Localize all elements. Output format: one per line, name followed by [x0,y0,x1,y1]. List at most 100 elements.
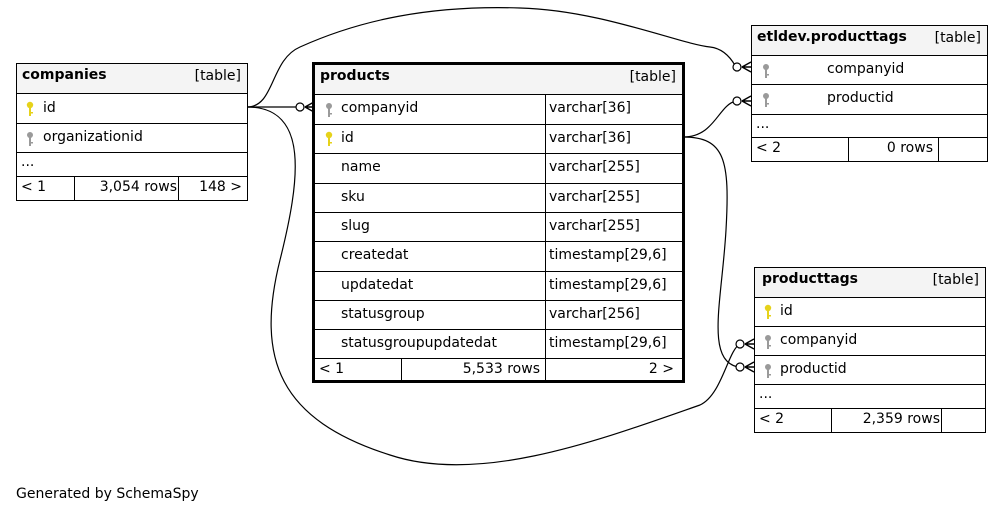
table-name: etldev.producttags [757,29,907,45]
table-kind: [table] [934,30,981,46]
column-type: varchar[36] [549,130,631,146]
foreign-key-icon [764,363,772,379]
ellipsis: ... [759,386,773,402]
table-kind: [table] [932,272,979,288]
column-row: statusgroup varchar[256] [315,300,682,329]
column-row: productid [755,355,985,384]
table-footer: < 2 2,359 rows [755,408,985,432]
column-type: timestamp[29,6] [549,247,667,263]
column-name: companyid [780,332,858,348]
column-name: companyid [827,61,905,77]
column-row: id varchar[36] [315,124,682,153]
table-kind: [table] [194,68,241,84]
crow-foot-icon [744,361,755,373]
column-type: timestamp[29,6] [549,277,667,293]
table-name: products [320,68,390,84]
column-name: id [341,130,354,146]
edge-end-circle [735,362,745,372]
column-row: statusgroupupdatedat timestamp[29,6] [315,329,682,358]
table-kind: [table] [629,69,676,85]
column-row: productid [752,84,987,114]
table-header: etldev.producttags [table] [752,26,987,55]
prev-link[interactable]: < 2 [756,140,782,156]
column-type: timestamp[29,6] [549,335,667,351]
row-count: 5,533 rows [462,361,540,377]
column-type: varchar[255] [549,189,640,205]
row-count: 3,054 rows [99,179,177,195]
column-name: createdat [341,247,409,263]
primary-key-icon [325,131,333,147]
table-header: producttags [table] [755,268,985,297]
edge-products-producttags [682,136,739,368]
column-row: slug varchar[255] [315,212,682,241]
column-type: varchar[36] [549,100,631,116]
foreign-key-icon [325,102,333,118]
foreign-key-icon [762,92,770,108]
ellipsis: ... [21,154,35,170]
next-link[interactable]: 2 > [648,361,674,377]
table-header: companies [table] [17,64,247,93]
table-footer: < 2 0 rows [752,137,987,161]
column-type: varchar[255] [549,159,640,175]
column-row: sku varchar[255] [315,183,682,212]
column-name: productid [780,361,847,377]
column-name: id [43,100,56,116]
column-name: companyid [341,100,419,116]
edge-companies-producttags [246,106,741,466]
column-row: id [17,93,247,123]
foreign-key-icon [26,131,34,147]
column-name: name [341,159,381,175]
prev-link[interactable]: < 1 [319,361,345,377]
more-columns-row: ... [752,114,987,137]
primary-key-icon [764,304,772,320]
column-name: sku [341,189,365,205]
column-row: companyid [752,55,987,84]
row-count: 0 rows [886,140,933,156]
column-row: organizationid [17,123,247,152]
table-footer: < 1 5,533 rows 2 > [315,358,682,380]
column-row: name varchar[255] [315,153,682,183]
column-name: id [780,303,793,319]
crow-foot-icon [741,61,752,73]
table-name: producttags [762,271,859,287]
more-columns-row: ... [17,152,247,176]
column-type: varchar[256] [549,306,640,322]
edge-end-circle [732,62,742,72]
prev-link[interactable]: < 2 [759,411,785,427]
row-count: 2,359 rows [862,411,940,427]
edge-end-circle [295,102,305,112]
more-columns-row: ... [755,384,985,408]
column-type: varchar[255] [549,218,640,234]
column-name: slug [341,218,370,234]
column-name: productid [827,90,894,106]
ellipsis: ... [756,116,770,132]
table-name: companies [22,67,107,83]
crow-foot-icon [744,338,755,350]
prev-link[interactable]: < 1 [21,179,47,195]
column-name: statusgroup [341,306,425,322]
table-producttags[interactable]: producttags [table] id companyid product… [754,267,986,433]
column-name: organizationid [43,129,143,145]
generated-by-label: Generated by SchemaSpy [16,486,199,502]
column-row: companyid varchar[36] [315,94,682,124]
column-row: updatedat timestamp[29,6] [315,271,682,300]
table-footer: < 1 3,054 rows 148 > [17,176,247,200]
crow-foot-icon [741,95,752,107]
foreign-key-icon [762,63,770,79]
column-row: companyid [755,326,985,355]
next-link[interactable]: 148 > [199,179,242,195]
primary-key-icon [26,101,34,117]
edge-products-etl-producttags [682,100,737,138]
edge-companies-etl-producttags [246,7,737,108]
table-products[interactable]: products [table] companyid varchar[36] i… [312,62,685,383]
edge-end-circle [735,339,745,349]
edge-end-circle [732,96,742,106]
foreign-key-icon [764,334,772,350]
table-companies[interactable]: companies [table] id organizationid ... … [16,63,248,201]
table-etldev-producttags[interactable]: etldev.producttags [table] companyid pro… [751,25,988,162]
column-row: createdat timestamp[29,6] [315,241,682,271]
column-name: statusgroupupdatedat [341,335,497,351]
column-name: updatedat [341,277,414,293]
column-row: id [755,297,985,326]
table-header: products [table] [315,65,682,94]
